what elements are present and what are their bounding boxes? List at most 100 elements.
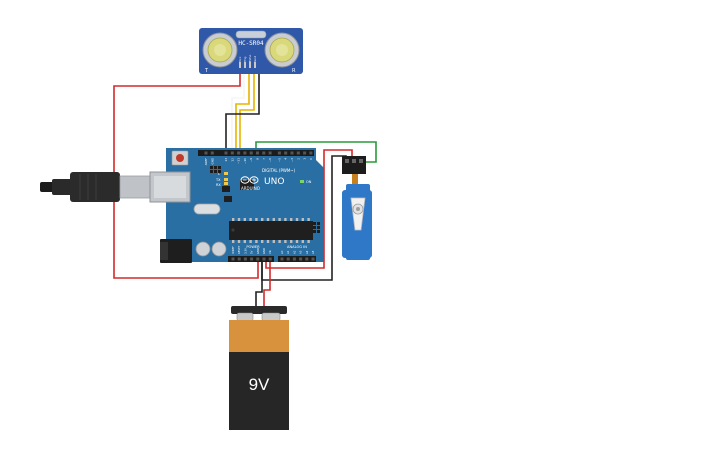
mcu-leg-bottom-5 (261, 240, 264, 243)
analog-pin-a0 (280, 257, 284, 261)
icsp-top-pin (218, 166, 221, 169)
analog-pin-a3 (299, 257, 303, 261)
mcu-leg-top-4 (255, 218, 258, 221)
digital-pin-label-1: 1 (303, 158, 307, 160)
wire-battery-negative[interactable] (255, 262, 263, 306)
battery-terminal-left (236, 312, 254, 322)
sensor-model-label: HC-SR04 (238, 40, 264, 47)
analog-pin-label-a5: A5 (311, 250, 315, 254)
usb-plug-metal (119, 175, 151, 199)
digital-pin-1 (303, 151, 307, 155)
digital-pin-label-12: 12 (230, 158, 234, 162)
board-smd-chip-3 (224, 196, 232, 202)
icsp-top-pin (214, 166, 217, 169)
board-brand-label: ARDUINO (241, 186, 260, 191)
digital-pin-10 (243, 151, 247, 155)
wire-sensor-trig[interactable] (235, 66, 250, 157)
power-pin-1 (237, 257, 241, 261)
servo-connector-pin-2 (352, 159, 356, 163)
arduino-logo-icon (240, 176, 259, 184)
icsp-right-pin (313, 226, 316, 229)
power-header-label: POWER (246, 245, 260, 249)
battery-9v[interactable]: 9V (229, 306, 289, 430)
sensor-pin-label-gnd: Gnd (253, 56, 257, 62)
wire-servo-signal[interactable] (255, 141, 377, 163)
icsp-top-pin (210, 166, 213, 169)
wire-battery-positive[interactable] (263, 262, 271, 306)
sensor-mark-t: T (204, 68, 209, 74)
digital-pin-label-aref: AREF (204, 158, 208, 166)
digital-pin-gnd (210, 151, 214, 155)
power-pin-5 (262, 257, 266, 261)
power-pin-group (231, 257, 272, 261)
digital-pin-2 (296, 151, 300, 155)
power-pin-label-5: GND (262, 248, 266, 254)
mcu-chip-notch (231, 228, 235, 232)
icsp-top-pin (210, 170, 213, 173)
mcu-leg-bottom-2 (243, 240, 246, 243)
usb-plug-body (70, 172, 120, 202)
analog-pin-label-a4: A4 (305, 250, 309, 254)
mcu-leg-top-7 (272, 218, 275, 221)
label-l: L (218, 172, 220, 176)
mcu-leg-top-0 (232, 218, 235, 221)
sensor-pin-label-vcc: Vcc (238, 56, 242, 62)
reset-button-cap[interactable] (176, 154, 184, 162)
sensor-pin-label-trig: Trig (243, 57, 247, 63)
analog-pin-a5 (311, 257, 315, 261)
analog-header (278, 256, 316, 262)
power-pin-4 (256, 257, 260, 261)
digital-pin-label-7: 7 (262, 158, 266, 160)
digital-pin-label-10: ~10 (243, 158, 247, 164)
mcu-leg-top-2 (243, 218, 246, 221)
icsp-right-pin (313, 222, 316, 225)
icsp-right-pin (317, 230, 320, 233)
digital-pin-3 (290, 151, 294, 155)
mcu-leg-top-5 (261, 218, 264, 221)
power-pin-label-1: RESET (237, 245, 241, 254)
digital-pin-5 (277, 151, 281, 155)
mcu-leg-top-9 (284, 218, 287, 221)
board-smd-chip-1 (240, 180, 254, 190)
servo-motor[interactable] (342, 156, 372, 260)
digital-pin-label-4: 4 (284, 158, 288, 160)
digital-pin-label-2: 2 (296, 158, 300, 160)
power-pin-2 (243, 257, 247, 261)
icsp-top-pin (214, 170, 217, 173)
analog-pin-label-a2: A2 (292, 250, 296, 254)
digital-pin-6 (268, 151, 272, 155)
board-model-label: UNO (264, 177, 284, 187)
sensor-pin-vcc (239, 62, 241, 68)
battery-voltage-label: 9V (249, 375, 270, 394)
icsp-right-pin (317, 226, 320, 229)
wire-sensor-echo[interactable] (239, 66, 255, 157)
servo-lead (352, 174, 358, 184)
sensor-pin-gnd (254, 62, 256, 68)
power-pin-0 (231, 257, 235, 261)
mcu-leg-bottom-7 (272, 240, 275, 243)
sensor-mark-r: R (292, 68, 296, 74)
led-rx (224, 182, 228, 185)
mcu-leg-bottom-10 (290, 240, 293, 243)
digital-pin-13 (224, 151, 228, 155)
usb-cable[interactable] (40, 172, 151, 202)
sensor-pin-echo (249, 62, 251, 68)
mcu-leg-top-11 (295, 218, 299, 221)
digital-pin-label-6: ~6 (268, 158, 272, 162)
mcu-chip-legs (232, 218, 310, 243)
digital-pin-4 (284, 151, 288, 155)
wire-sensor-gnd[interactable] (225, 66, 260, 157)
sensor-mesh-right-inner (276, 44, 288, 56)
battery-top-band (229, 320, 289, 354)
wire-sensor-lead-white[interactable] (231, 66, 245, 157)
mcu-leg-top-10 (290, 218, 293, 221)
led-l (224, 172, 228, 175)
battery-terminal-right (261, 312, 281, 322)
mcu-leg-bottom-13 (307, 240, 310, 243)
digital-pin-7 (262, 151, 266, 155)
mcu-leg-bottom-11 (295, 240, 299, 243)
digital-pin-9 (249, 151, 253, 155)
